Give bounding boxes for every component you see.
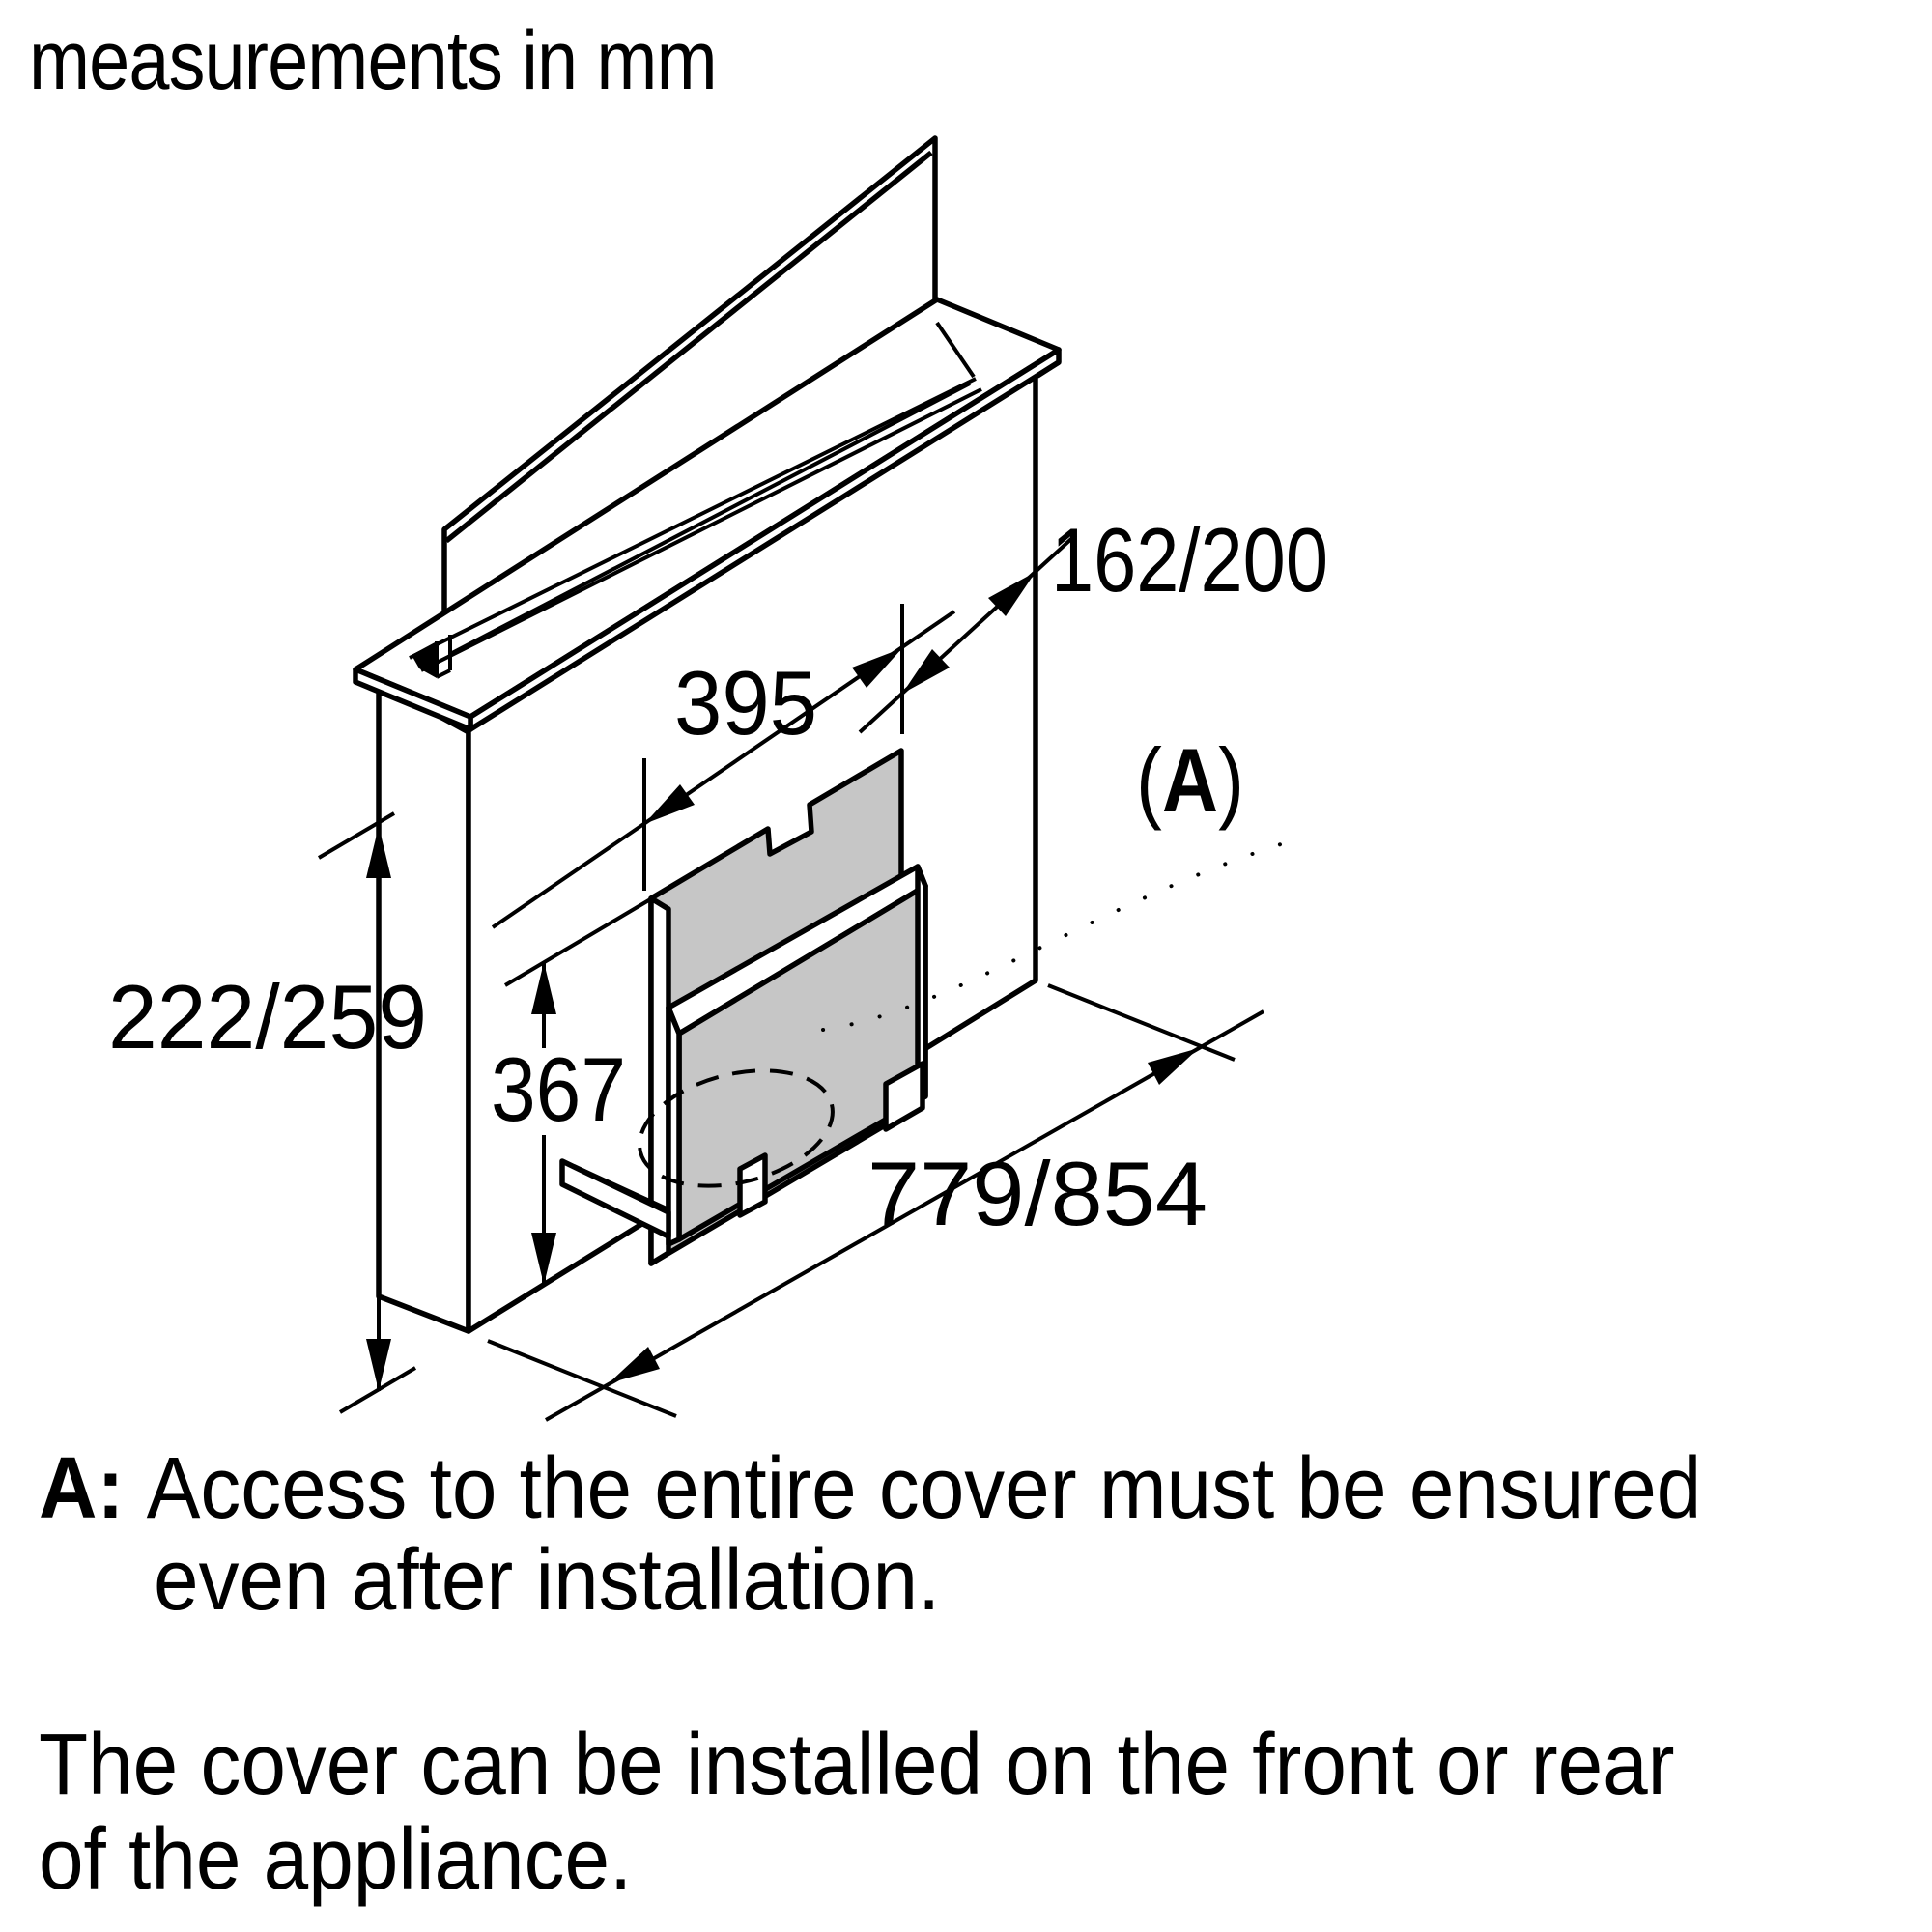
note-cover-position: The cover can be installed on the front … <box>39 1718 1675 1907</box>
slot-rim-outer-line <box>409 377 977 660</box>
dim-label-cover-height: 367 <box>491 1038 626 1140</box>
access-label-letter: A <box>1162 729 1218 831</box>
dimension-body-width: 779/854 <box>487 983 1264 1422</box>
note-access-line2: even after installation. <box>154 1532 941 1629</box>
access-label: (A) <box>1136 729 1244 831</box>
riser-panel-thickness-line <box>444 150 933 544</box>
dim-shaft <box>545 1009 1264 1422</box>
access-label-close: ) <box>1218 729 1244 831</box>
arrowhead <box>902 649 950 694</box>
frame-slot <box>409 321 982 679</box>
note-access-line1: A: Access to the entire cover must be en… <box>39 1443 1701 1535</box>
arrowhead <box>531 962 556 1014</box>
blower-box-left-edge <box>666 1005 682 1247</box>
slot-back-right-edge <box>935 321 976 379</box>
cover-assembly <box>559 748 928 1266</box>
frame-underside-right-edge <box>1036 359 1061 379</box>
dim-tick-top <box>503 894 659 987</box>
arrowhead <box>366 1339 391 1391</box>
worktop-frame <box>353 297 1062 732</box>
dim-ext-left <box>487 1339 677 1418</box>
frame-left-band <box>353 667 473 732</box>
note-cover-line2: of the appliance. <box>39 1811 633 1908</box>
bottom-tab-left <box>737 1152 768 1218</box>
dimension-top-depth: 162/200 <box>858 509 1328 734</box>
arrowhead <box>531 1233 556 1285</box>
dim-label-slot-width: 395 <box>674 652 817 753</box>
arrowhead <box>644 784 695 824</box>
slot-shadow-wedge <box>412 641 437 678</box>
dim-ext-right <box>1047 983 1236 1062</box>
arrowhead <box>366 826 391 878</box>
dimension-cover-height: 367 <box>491 894 659 1285</box>
blower-outlet-dashed-circle <box>638 1068 835 1188</box>
slot-trough-line <box>451 382 971 655</box>
arrowhead <box>852 648 902 688</box>
panel-slot-base <box>436 668 451 679</box>
dim-label-underside-height: 222/259 <box>108 966 427 1067</box>
cover-plate-left-edge <box>648 895 671 1266</box>
page-title: measurements in mm <box>29 14 718 107</box>
dimension-slot-width: 395 <box>491 604 956 929</box>
note-cover-line1: The cover can be installed on the front … <box>39 1717 1675 1813</box>
dim-label-top-depth: 162/200 <box>1051 509 1328 611</box>
access-label-open: ( <box>1136 729 1162 831</box>
access-leader-dots <box>821 837 1301 1032</box>
dim-label-body-width: 779/854 <box>867 1143 1208 1244</box>
note-access: A: Access to the entire cover must be en… <box>39 1443 1701 1627</box>
dim-shaft <box>858 536 1074 734</box>
bottom-tab-right <box>883 1061 925 1132</box>
arrowhead <box>609 1347 660 1383</box>
slot-rim-inner-line <box>420 387 982 672</box>
mounting-ledge-inner-line <box>573 1164 669 1211</box>
note-access-prefix: A: <box>39 1440 125 1537</box>
blower-box-right-edge <box>915 864 928 1099</box>
arrowhead <box>988 572 1036 616</box>
dimension-underside-height: 222/259 <box>108 811 427 1414</box>
arrowhead <box>1148 1048 1199 1085</box>
access-annotation: (A) <box>821 729 1301 1032</box>
dim-tick-top <box>317 811 396 860</box>
note-access-text1: Access to the entire cover must be ensur… <box>146 1440 1702 1537</box>
